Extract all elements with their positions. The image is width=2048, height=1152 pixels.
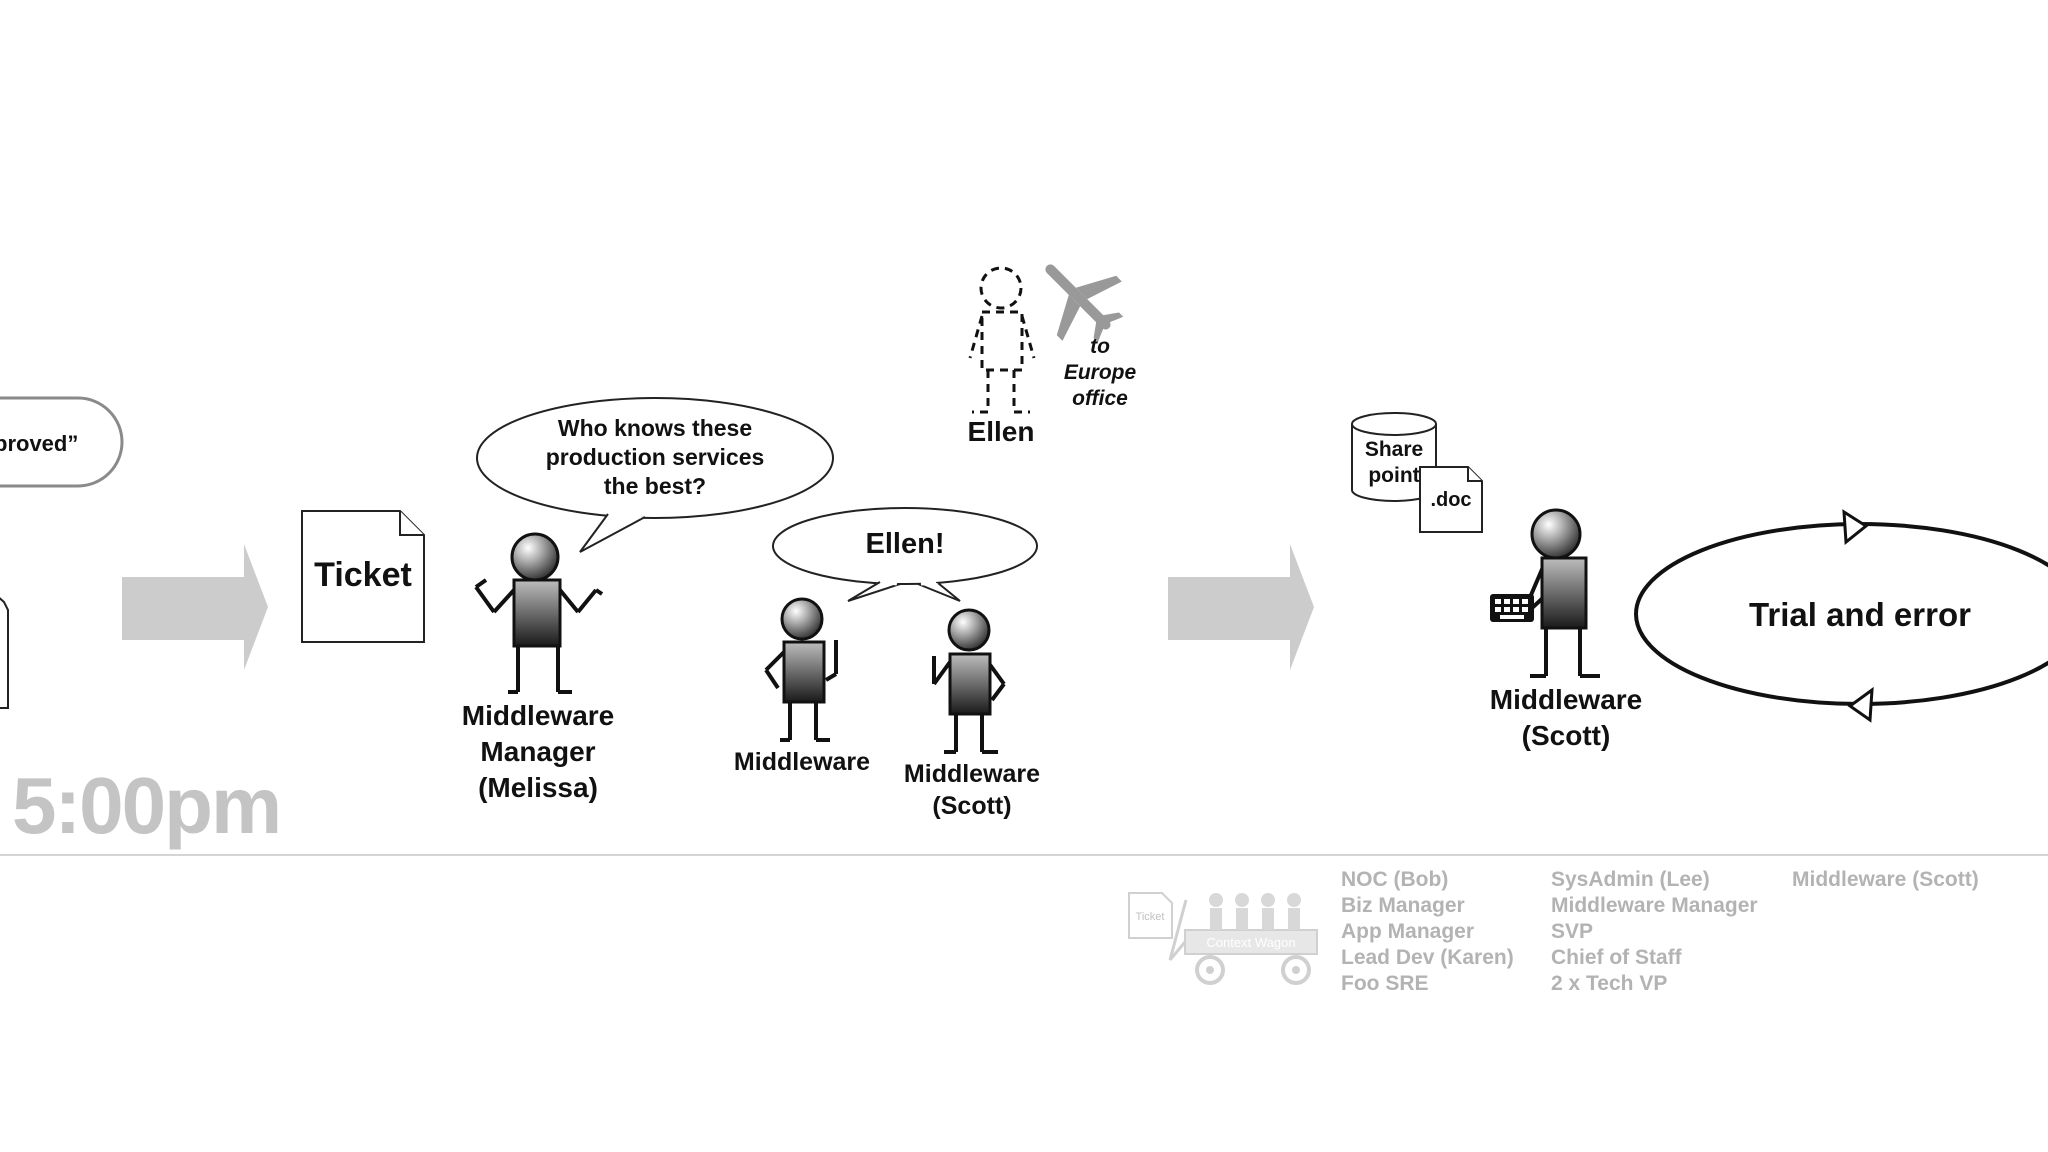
legend-column-2: SysAdmin (Lee) Middleware Manager SVP Ch… xyxy=(1551,867,1758,997)
manager-speech-text: Who knows these production services the … xyxy=(475,414,835,501)
manager-caption-line-2: Manager xyxy=(480,736,596,767)
time-label: 5:00pm xyxy=(12,761,282,850)
partial-document-shape xyxy=(0,597,9,709)
legend-item: Foo SRE xyxy=(1341,972,1429,995)
approved-pill: proved” xyxy=(0,396,124,488)
manager-caption: Middleware Manager (Melissa) xyxy=(418,698,658,806)
legend-item: Lead Dev (Karen) xyxy=(1341,946,1514,969)
approved-pill-text: proved” xyxy=(0,431,78,456)
manager-figure xyxy=(474,532,604,694)
legend-item: NOC (Bob) xyxy=(1341,868,1449,891)
legend-item: SysAdmin (Lee) xyxy=(1551,868,1710,891)
doc-label: .doc xyxy=(1430,489,1472,511)
ticket-label: Ticket xyxy=(314,556,412,594)
airplane-icon xyxy=(1045,264,1124,343)
scott-right-caption-line-2: (Scott) xyxy=(1521,720,1611,751)
travel-note-line-1: to xyxy=(1090,335,1110,358)
travel-note-line-2: Europe xyxy=(1063,361,1137,384)
legend-column-3: Middleware (Scott) xyxy=(1792,867,1979,893)
manager-speech-line-3: the best? xyxy=(603,473,707,499)
wagon-icon: Ticket Context Wagon xyxy=(1128,892,1318,985)
wagon-text: Context Wagon xyxy=(1206,935,1295,950)
legend-item: App Manager xyxy=(1341,920,1475,943)
middleware-figure xyxy=(764,597,838,742)
legend-item: Middleware Manager xyxy=(1551,894,1758,917)
wagon-ticket-text: Ticket xyxy=(1136,911,1165,923)
loop-label: Trial and error xyxy=(1749,596,1971,633)
scott-figure xyxy=(932,608,1006,754)
ellen-speech-bubble xyxy=(772,507,1038,602)
sharepoint-label: Share point xyxy=(1352,437,1436,489)
flow-arrow-2 xyxy=(1168,544,1314,670)
travel-note-line-3: office xyxy=(1072,387,1128,410)
manager-speech-bubble xyxy=(476,397,834,553)
legend-item: 2 x Tech VP xyxy=(1551,972,1668,995)
scott-right-caption: Middleware (Scott) xyxy=(1466,682,1666,754)
ellen-figure xyxy=(968,266,1036,414)
travel-note: to Europe office xyxy=(1050,334,1150,412)
document-icon xyxy=(1419,466,1483,533)
database-icon xyxy=(1351,412,1437,502)
keyboard-icon xyxy=(1490,594,1534,622)
middleware-caption: Middleware xyxy=(733,748,871,776)
scott-right-caption-line-1: Middleware xyxy=(1489,684,1643,715)
legend-item: Middleware (Scott) xyxy=(1792,868,1979,891)
scott-caption: Middleware (Scott) xyxy=(882,758,1062,822)
ellen-caption: Ellen xyxy=(967,416,1035,447)
legend-item: Biz Manager xyxy=(1341,894,1465,917)
manager-speech-line-2: production services xyxy=(545,444,765,470)
manager-caption-line-3: (Melissa) xyxy=(478,772,598,803)
scott-caption-line-1: Middleware xyxy=(903,760,1041,788)
flow-arrow-1 xyxy=(122,544,268,670)
legend-item: SVP xyxy=(1551,920,1594,943)
sharepoint-label-line-1: Share xyxy=(1364,438,1424,461)
scott-caption-line-2: (Scott) xyxy=(932,792,1012,820)
trial-and-error-loop xyxy=(1634,509,2048,723)
scott-right-figure xyxy=(1526,508,1600,678)
legend-column-1: NOC (Bob) Biz Manager App Manager Lead D… xyxy=(1341,867,1514,997)
manager-caption-line-1: Middleware xyxy=(461,700,615,731)
ticket-document xyxy=(301,510,425,643)
manager-speech-line-1: Who knows these xyxy=(557,415,753,441)
ellen-speech-text: Ellen! xyxy=(865,528,945,560)
legend-item: Chief of Staff xyxy=(1551,946,1682,969)
sharepoint-label-line-2: point xyxy=(1368,464,1420,487)
